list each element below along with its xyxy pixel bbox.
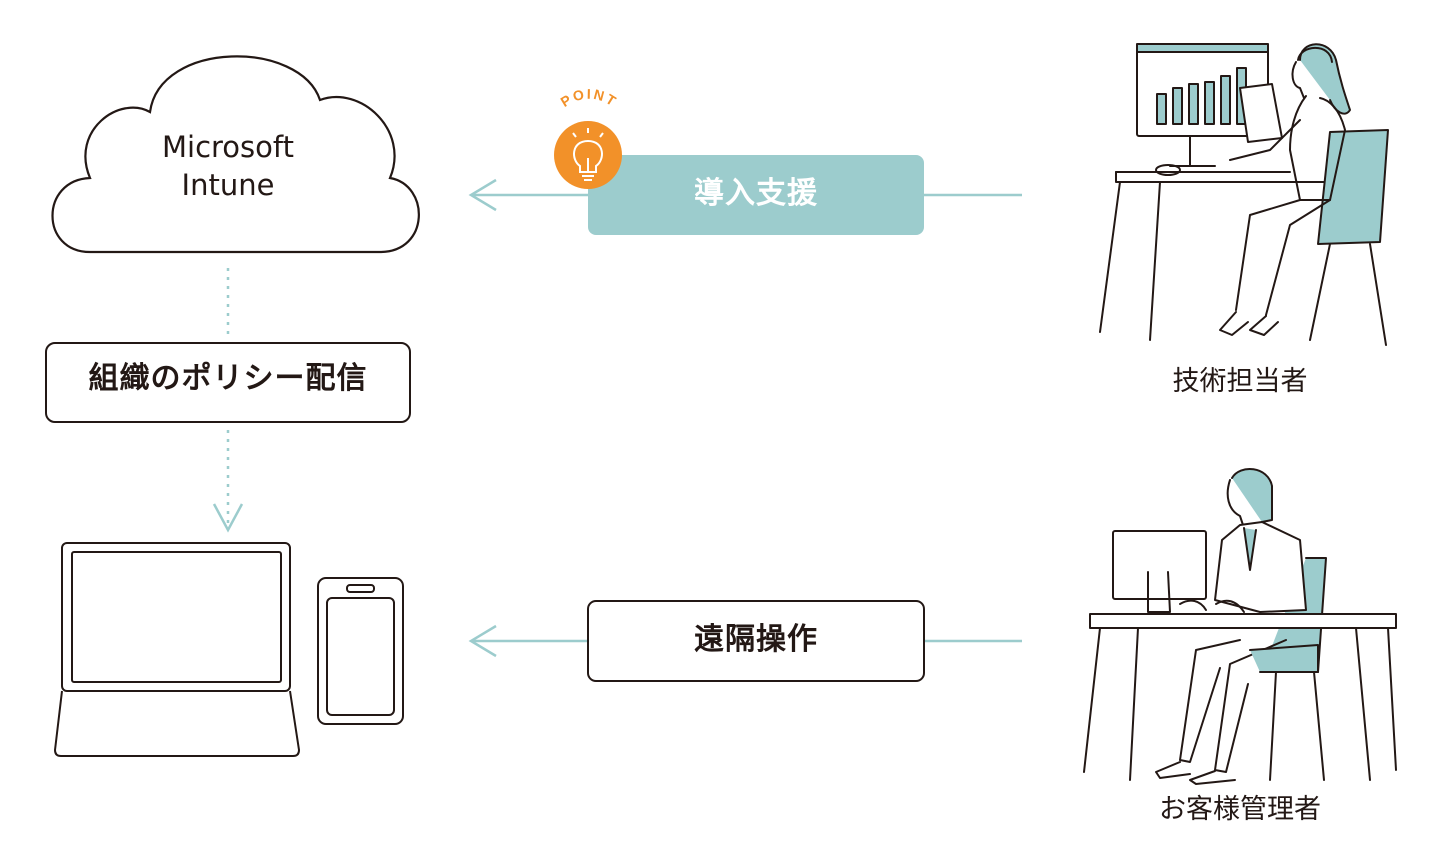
- svg-text:POINT: POINT: [558, 86, 621, 110]
- remote-box-label: 遠隔操作: [694, 622, 818, 657]
- customer-admin-at-desk-illustration: [1083, 467, 1397, 785]
- cloud-label: Microsoft Intune: [128, 128, 328, 204]
- technician-at-desk-illustration: [1099, 43, 1389, 346]
- policy-box: [45, 342, 411, 423]
- remote-arrowhead: [468, 624, 497, 658]
- lightbulb-icon: [573, 139, 603, 181]
- support-arrowhead: [468, 178, 497, 212]
- cloud-label-line1: Microsoft: [162, 130, 294, 164]
- laptop-icon: [53, 542, 301, 757]
- point-badge: POINT: [554, 86, 622, 189]
- support-box-label: 導入支援: [694, 176, 818, 211]
- remote-box: [587, 600, 925, 682]
- support-box: [588, 155, 924, 235]
- policy-box-label: 組織のポリシー配信: [88, 361, 368, 396]
- smartphone-icon: [317, 577, 404, 725]
- down-arrowhead: [212, 503, 244, 533]
- point-badge-text: POINT: [558, 86, 619, 110]
- cloud-label-line2: Intune: [181, 168, 275, 202]
- tech-role-label: 技術担当者: [1172, 366, 1308, 397]
- customer-role-label: お客様管理者: [1159, 794, 1321, 825]
- cloud-icon: [51, 55, 420, 254]
